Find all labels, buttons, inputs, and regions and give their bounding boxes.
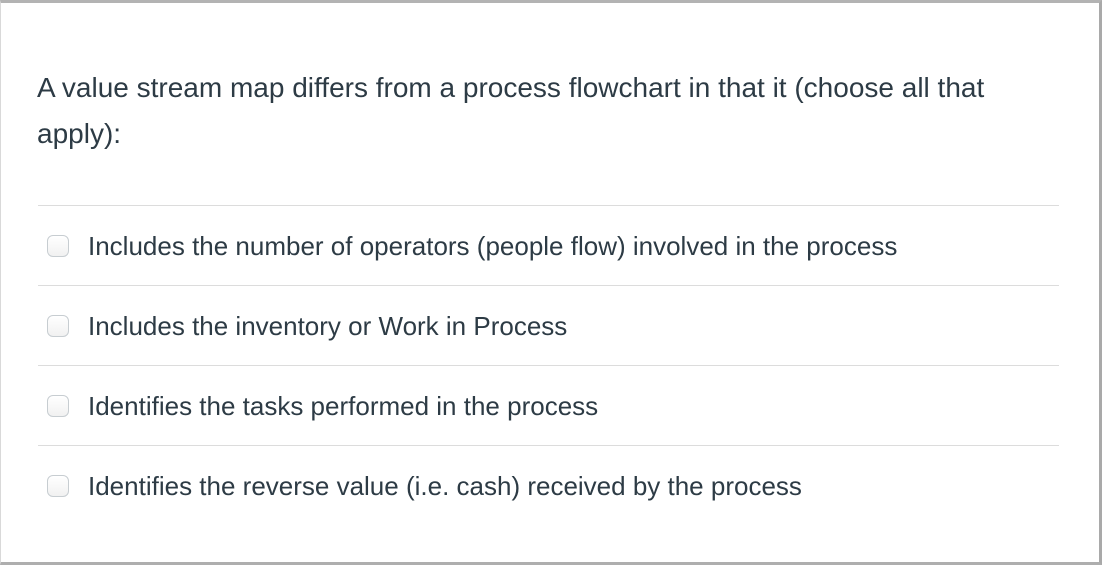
answer-option-label[interactable]: Identifies the tasks performed in the pr… [88,390,599,421]
checkbox[interactable] [47,394,69,417]
question-text: A value stream map differs from a proces… [37,72,985,149]
answer-option-label[interactable]: Includes the number of operators (people… [88,230,898,261]
checkbox[interactable] [47,314,69,337]
answer-option[interactable]: Identifies the tasks performed in the pr… [38,365,1059,445]
answer-option[interactable]: Identifies the reverse value (i.e. cash)… [38,445,1059,525]
answer-option-label[interactable]: Identifies the reverse value (i.e. cash)… [88,470,802,501]
checkbox[interactable] [47,234,69,257]
answer-option[interactable]: Includes the inventory or Work in Proces… [38,285,1059,365]
answer-option-label[interactable]: Includes the inventory or Work in Proces… [88,310,568,341]
checkbox[interactable] [47,474,69,497]
answer-options-list: Includes the number of operators (people… [38,205,1059,525]
answer-option[interactable]: Includes the number of operators (people… [38,205,1059,285]
